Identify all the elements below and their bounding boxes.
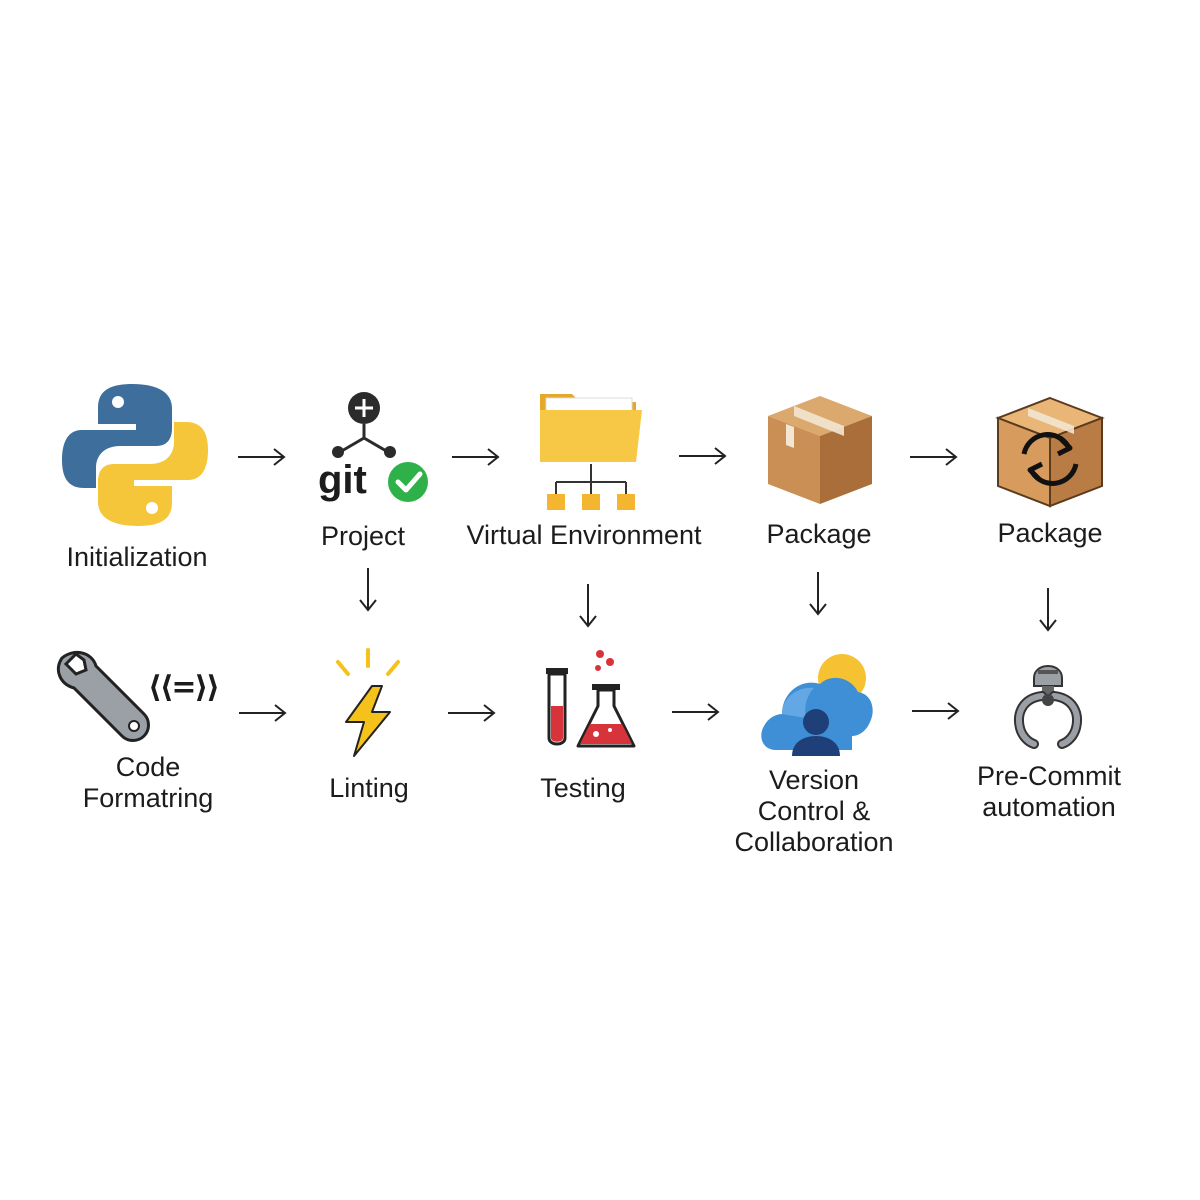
arrow-down-icon bbox=[579, 584, 597, 628]
package-box-sync-icon bbox=[995, 396, 1105, 508]
initialization-label: Initialization bbox=[66, 542, 208, 572]
testing-label: Testing bbox=[540, 773, 626, 803]
git-wordmark: git bbox=[318, 458, 367, 502]
package-a-label: Package bbox=[766, 519, 872, 549]
cloud-user-icon bbox=[761, 654, 873, 756]
git-branch-check-icon bbox=[332, 392, 428, 502]
lightning-bolt-icon bbox=[336, 648, 400, 757]
arrow-right-icon bbox=[672, 703, 720, 721]
robot-claw-icon bbox=[1014, 665, 1082, 749]
arrow-right-icon bbox=[239, 704, 287, 722]
linting-label: Linting bbox=[329, 773, 409, 803]
virtual-environment-label: Virtual Environment bbox=[466, 520, 702, 550]
arrow-right-icon bbox=[448, 704, 496, 722]
arrow-down-icon bbox=[359, 568, 377, 612]
package-box-icon bbox=[768, 396, 872, 504]
folder-tree-icon bbox=[540, 394, 642, 510]
code-brackets-icon: ⟨⟨=⟩⟩ bbox=[148, 670, 220, 705]
arrow-right-icon bbox=[452, 448, 500, 466]
pre-commit-label: Pre-Commit automation bbox=[976, 761, 1122, 822]
arrow-right-icon bbox=[238, 448, 286, 466]
arrow-right-icon bbox=[912, 702, 960, 720]
code-formatting-label: Code Formatring bbox=[82, 752, 214, 813]
python-logo-icon bbox=[62, 384, 208, 526]
project-label: Project bbox=[320, 521, 406, 551]
version-control-label: Version Control & Collaboration bbox=[734, 765, 894, 857]
arrow-down-icon bbox=[1039, 588, 1057, 632]
lab-flask-tube-icon bbox=[546, 650, 636, 748]
arrow-down-icon bbox=[809, 572, 827, 616]
wrench-icon bbox=[57, 650, 150, 742]
package-b-label: Package bbox=[997, 518, 1103, 548]
arrow-right-icon bbox=[910, 448, 958, 466]
arrow-right-icon bbox=[679, 447, 727, 465]
